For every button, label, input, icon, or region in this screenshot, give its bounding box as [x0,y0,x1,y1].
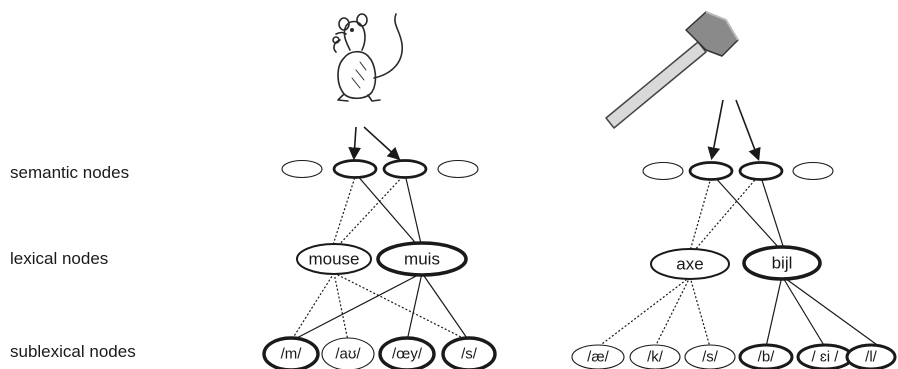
lexical-label-english: mouse [308,250,359,269]
lexical-node-english [650,248,730,280]
left-panel: mouse muis /m/ /aʊ/ /œy/ /s/ [262,13,497,369]
semantic-node [792,161,834,181]
sublexical-label: /s/ [461,346,478,363]
sublexical-node [684,344,736,369]
semantic-node [642,161,684,181]
sublexical-node [378,336,436,369]
semantic-node [437,159,479,179]
right-panel: axe bijl /æ/ /k/ /s/ /b/ / ɛi / /l/ [571,11,897,369]
sublexical-node [262,336,320,369]
semantic-node-active [688,161,734,181]
mouse-icon [332,13,403,102]
sublexical-node [571,344,625,369]
semantic-node-active [738,161,784,181]
sublexical-label: /s/ [702,349,719,366]
sublexical-label: /k/ [647,349,664,366]
row-label-sublexical: sublexical nodes [10,342,136,361]
sublexical-label: /b/ [758,349,776,366]
row-label-lexical: lexical nodes [10,249,108,268]
semantic-node-active [332,159,378,179]
lexical-node-dutch [376,241,468,277]
sublexical-label: /m/ [281,346,303,363]
semantic-node [281,159,323,179]
sublexical-label: /œy/ [392,346,423,363]
row-label-semantic: semantic nodes [10,163,129,182]
sublexical-label: /aʊ/ [335,346,361,363]
sublexical-node [441,336,497,369]
sublexical-node [845,343,897,369]
sublexical-label: / ɛi / [812,349,840,366]
sublexical-label: /l/ [865,349,878,366]
sublexical-label: /æ/ [587,349,610,366]
lexical-node-english [296,243,372,275]
sublexical-node [738,343,794,369]
sublexical-node [321,337,375,369]
lexical-label-dutch: bijl [772,254,793,273]
lexical-label-dutch: muis [404,250,440,269]
semantic-node-active [382,159,428,179]
sublexical-node [629,344,681,369]
lexical-node-dutch [742,245,822,281]
lexical-label-english: axe [676,255,703,274]
axe-icon [605,11,739,129]
